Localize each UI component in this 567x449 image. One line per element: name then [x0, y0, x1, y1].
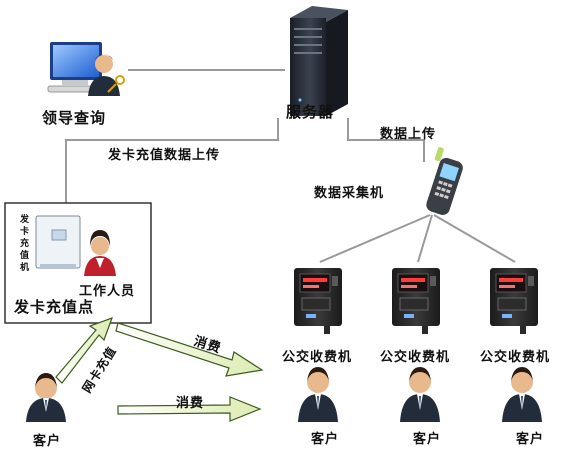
- fare-machine-label-1: 公交收费机: [282, 350, 353, 365]
- customer-person-icon: [502, 367, 542, 422]
- left-customer-icon: [26, 373, 66, 422]
- flow-arrows: [55, 316, 264, 422]
- server-label: 服务器: [286, 103, 335, 121]
- connection-lines: [65, 69, 516, 263]
- customers: [298, 367, 542, 422]
- line-collector-machine-1: [319, 214, 431, 263]
- collector-label: 数据采集机: [314, 186, 385, 201]
- line-collector-machine-3: [433, 214, 516, 263]
- fare-machine-label-2: 公交收费机: [380, 350, 451, 365]
- staff-label: 工作人员: [79, 284, 136, 299]
- data-collector-icon: [426, 147, 463, 215]
- customer-label-2: 客户: [413, 432, 442, 447]
- staff-person-icon: [84, 230, 116, 276]
- card-device-text: 发卡充值机: [20, 215, 31, 273]
- consume-arrow-top: [115, 322, 264, 377]
- server-icon: [290, 6, 348, 116]
- fare-machine-icon: [392, 268, 440, 334]
- leader-computer-icon: [47, 42, 125, 96]
- customer-person-icon: [298, 367, 338, 422]
- fare-machine-icon: [490, 268, 538, 334]
- consume-label-bottom: 消费: [176, 396, 205, 411]
- customer-label-1: 客户: [311, 432, 340, 447]
- recharge-arrow: [55, 316, 114, 384]
- line-server-collector: [347, 118, 425, 162]
- fare-machines: [294, 268, 538, 334]
- customer-label-3: 客户: [516, 432, 545, 447]
- upload-data-label: 数据上传: [380, 127, 437, 142]
- fare-machine-icon: [294, 268, 342, 334]
- upload-card-label: 发卡充值数据上传: [108, 148, 221, 163]
- line-collector-machine-2: [417, 214, 433, 263]
- card-reader-device-icon: [35, 215, 81, 269]
- fare-machine-label-3: 公交收费机: [480, 350, 551, 365]
- consume-arrow-bottom: [117, 396, 262, 422]
- leader-label: 领导查询: [42, 109, 107, 127]
- card-point-label: 发卡充值点: [14, 298, 95, 316]
- customer-label-left: 客户: [33, 434, 62, 449]
- customer-person-icon: [400, 367, 440, 422]
- line-server-cardpoint: [65, 118, 279, 203]
